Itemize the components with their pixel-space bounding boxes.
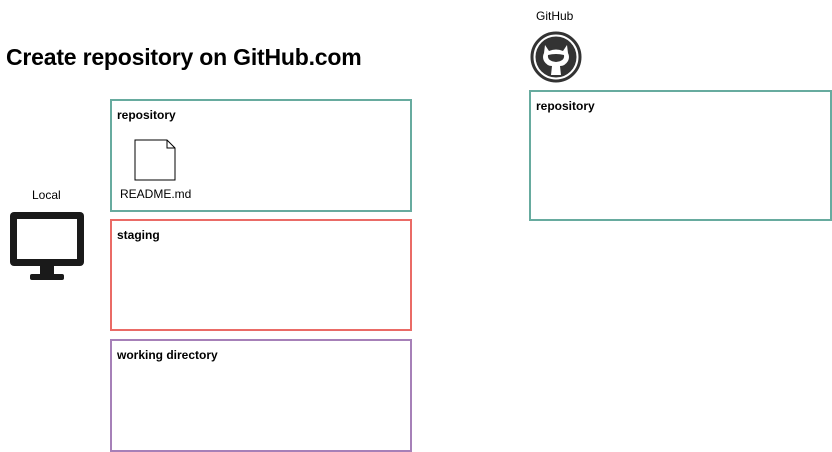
readme-file-label: README.md xyxy=(120,187,192,201)
local-working-directory-box: working directory xyxy=(110,339,412,452)
local-staging-label: staging xyxy=(117,228,160,242)
github-repository-box: repository xyxy=(529,90,832,221)
github-octocat-icon xyxy=(530,31,582,83)
computer-monitor-icon xyxy=(10,212,84,280)
github-label: GitHub xyxy=(536,9,574,23)
local-staging-box: staging xyxy=(110,219,412,331)
document-icon xyxy=(134,139,176,181)
github-repository-label: repository xyxy=(536,99,595,113)
local-label: Local xyxy=(32,188,61,202)
local-working-directory-label: working directory xyxy=(117,348,218,362)
local-repository-label: repository xyxy=(117,108,176,122)
diagram-title: Create repository on GitHub.com xyxy=(6,44,362,70)
